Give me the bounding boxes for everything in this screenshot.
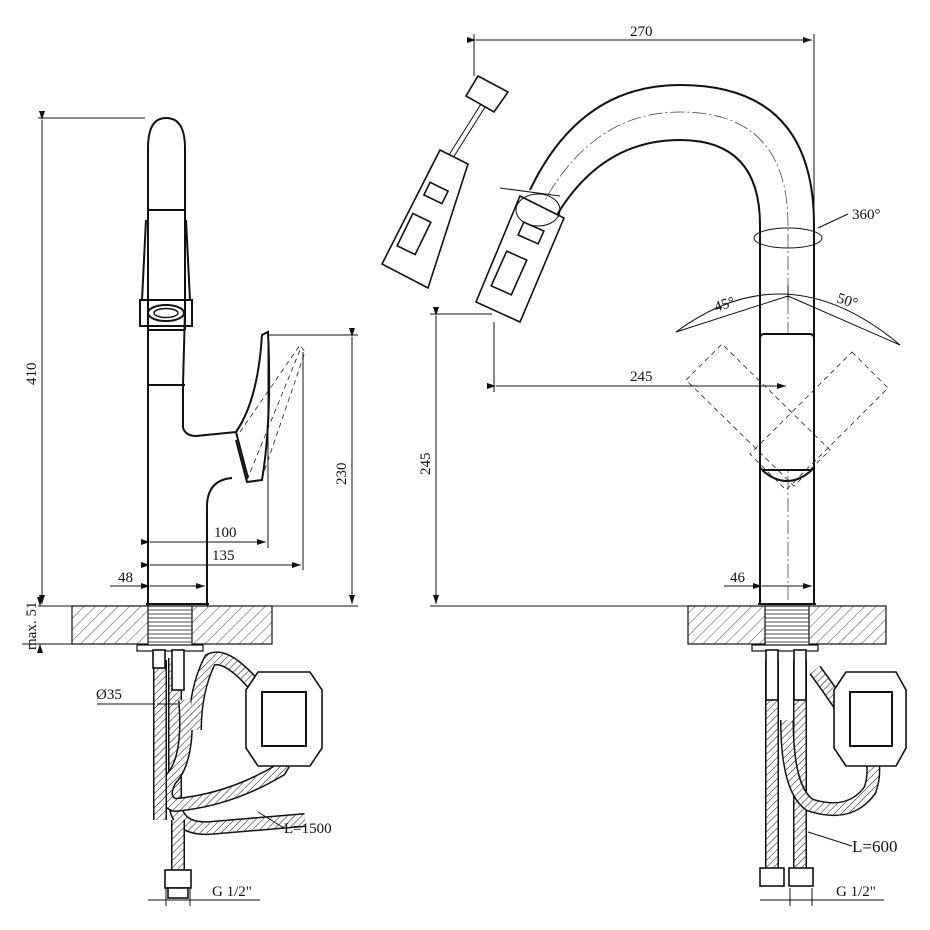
angle-45: 45° [712, 294, 737, 316]
mounting-nut-right [751, 644, 819, 652]
dim-270: 270 [630, 24, 653, 40]
hose-end-cut [464, 74, 510, 114]
dim-230: 230 [334, 463, 350, 486]
dim-245-reach: 245 [630, 369, 653, 385]
lever-handle-side [182, 330, 271, 484]
thread-left: G 1/2" [212, 884, 252, 900]
dim-max51: max. 51 [24, 602, 40, 650]
dim-245-height: 245 [418, 453, 434, 476]
dim-diameter-35: Ø35 [96, 687, 122, 703]
side-view: 410 230 100 135 48 max. 51 Ø35 L=1500 G … [22, 111, 358, 906]
rotation-360: 360° [852, 207, 881, 223]
lever-alt-position [239, 344, 306, 479]
dim-46: 46 [730, 570, 746, 586]
valve-box-right [833, 671, 907, 767]
lever-handle-front [759, 333, 815, 471]
hose-length-600: L=600 [852, 837, 897, 856]
dim-135: 135 [212, 548, 235, 564]
lever-alt-left [685, 343, 831, 487]
thread-right: G 1/2" [836, 884, 876, 900]
spout-head-side [147, 116, 186, 330]
front-view: 45° 50° 360° [380, 24, 907, 906]
angle-50: 50° [835, 291, 860, 313]
gooseneck-spout [552, 138, 761, 330]
aerator-ring [147, 304, 185, 322]
valve-box-left [245, 671, 323, 767]
dim-410: 410 [24, 363, 40, 386]
dim-100: 100 [214, 525, 237, 541]
hose-length-1500: L=1500 [284, 821, 332, 837]
rotation-indicator [753, 227, 823, 249]
dim-48: 48 [118, 570, 133, 586]
mounting-nut-left [136, 644, 204, 652]
